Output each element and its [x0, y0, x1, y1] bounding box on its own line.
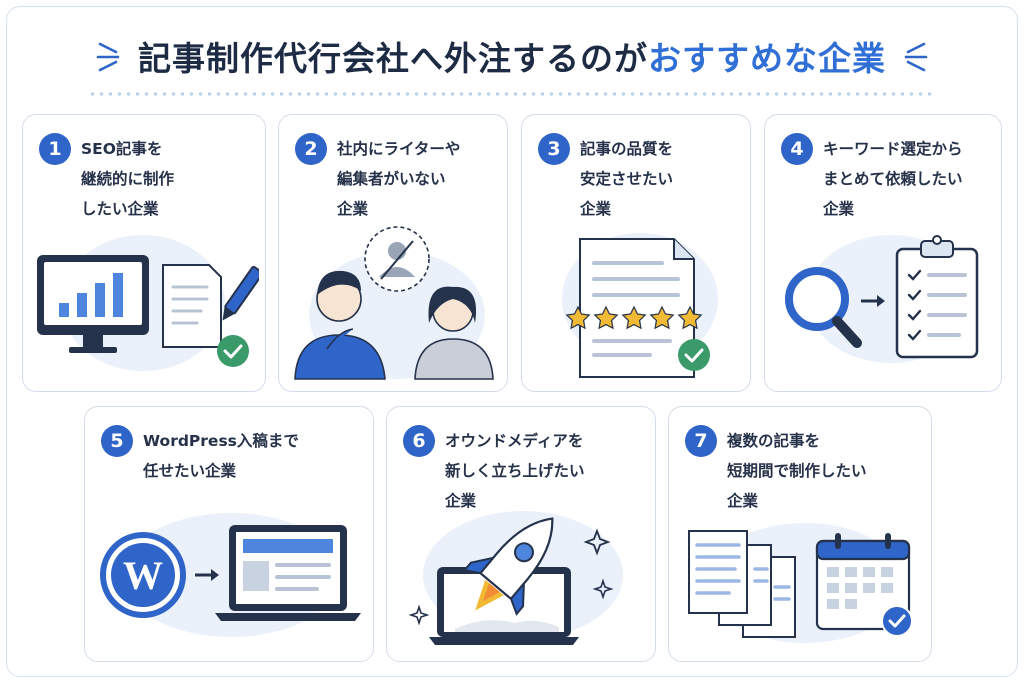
title-main: 記事制作代行会社へ外注するのが [138, 39, 648, 78]
wordpress-laptop-icon: W [100, 513, 361, 637]
right-sparkle-dashes-icon [904, 42, 928, 72]
left-sparkle-dashes-icon [96, 42, 120, 72]
document-stars-icon [562, 233, 718, 378]
card-6: 6 オウンドメディアを 新しく立ち上げたい 企業 [386, 406, 656, 662]
card-number-badge: 3 [538, 133, 570, 165]
svg-text:W: W [123, 553, 163, 598]
card-text: キーワード選定から まとめて依頼したい 企業 [823, 140, 963, 218]
header: 記事制作代行会社へ外注するのがおすすめな企業 [0, 28, 1024, 84]
card-3: 3 記事の品質を 安定させたい 企業 [521, 114, 751, 392]
title-highlight: おすすめな企業 [648, 39, 886, 78]
monitor-chart-document-icon [37, 235, 259, 371]
page-title: 記事制作代行会社へ外注するのがおすすめな企業 [138, 32, 886, 80]
card-text: オウンドメディアを 新しく立ち上げたい 企業 [445, 432, 585, 510]
card-text: 記事の品質を 安定させたい 企業 [580, 140, 674, 218]
card-text: SEO記事を 継続的に制作 したい企業 [81, 140, 175, 218]
card-number-badge: 1 [39, 133, 71, 165]
card-number-badge: 4 [781, 133, 813, 165]
card-text: WordPress入稿まで 任せたい企業 [143, 432, 299, 480]
card-text: 複数の記事を 短期間で制作したい 企業 [727, 432, 867, 510]
card-number-badge: 2 [295, 133, 327, 165]
rocket-laptop-icon [408, 511, 623, 645]
card-1: 1 SEO記事を 継続的に制作 したい企業 [22, 114, 266, 392]
card-4: 4 キーワード選定から まとめて依頼したい 企業 [764, 114, 1002, 392]
dotted-divider [88, 92, 936, 96]
card-number-badge: 6 [403, 425, 435, 457]
outer-frame [6, 6, 1018, 677]
magnifier-clipboard-icon [785, 235, 979, 363]
card-number-badge: 7 [685, 425, 717, 457]
card-2: 2 社内にライターや 編集者がいない 企業 [278, 114, 508, 392]
card-5: 5 WordPress入稿まで 任せたい企業 W [84, 406, 374, 662]
thinking-people-icon [294, 226, 494, 380]
card-number-badge: 5 [101, 425, 133, 457]
card-text: 社内にライターや 編集者がいない 企業 [337, 140, 461, 218]
documents-calendar-icon [688, 523, 913, 643]
card-7: 7 複数の記事を 短期間で制作したい 企業 [668, 406, 932, 662]
